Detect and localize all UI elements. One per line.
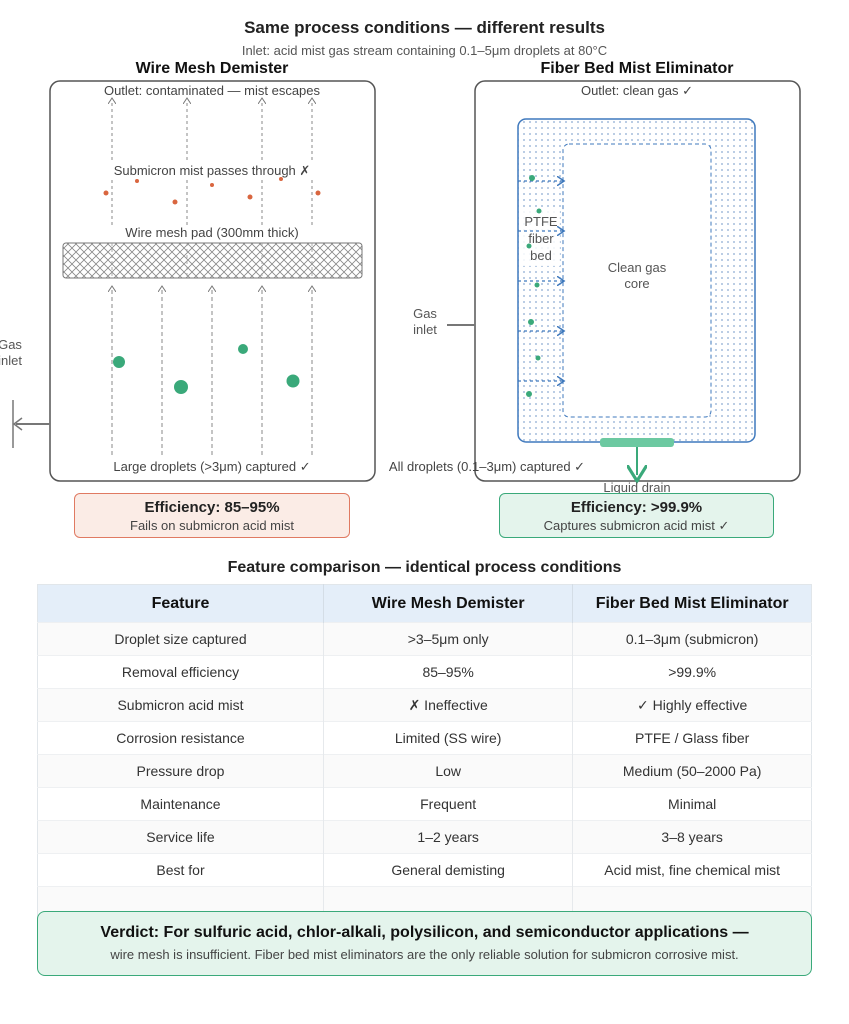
right-panel-title: Fiber Bed Mist Eliminator [541, 60, 734, 77]
left-efficiency-subtitle: Fails on submicron acid mist [130, 518, 294, 533]
cell-feature: Corrosion resistance [37, 721, 324, 755]
right-gas-inlet-label-line2: inlet [413, 322, 437, 337]
cell-feature: Removal efficiency [37, 655, 324, 689]
fiber-bed-label-line2: fiber [528, 231, 554, 246]
submicron-droplets [103, 177, 321, 205]
header-wire-mesh: Wire Mesh Demister [323, 584, 574, 623]
table-title: Feature comparison — identical process c… [227, 559, 622, 576]
core-label-line2: core [624, 276, 649, 291]
cell-feature: Submicron acid mist [37, 688, 324, 722]
cell-wire-mesh: ✗ Ineffective [323, 688, 574, 722]
right-gas-inlet-label-line1: Gas [413, 306, 437, 321]
right-efficiency-title: Efficiency: >99.9% [570, 499, 703, 516]
cell-fiber-bed: PTFE / Glass fiber [572, 721, 812, 755]
cell-feature: Maintenance [37, 787, 324, 821]
cell-fiber-bed: Minimal [572, 787, 812, 821]
cell-wire-mesh: >3–5μm only [323, 622, 574, 656]
header-fiber-bed: Fiber Bed Mist Eliminator [572, 584, 812, 623]
captured-droplets [526, 175, 542, 397]
comparison-table: Feature Wire Mesh Demister Fiber Bed Mis… [37, 584, 812, 920]
left-gas-inlet: Gas inlet [0, 337, 50, 448]
cell-wire-mesh: General demisting [323, 853, 574, 887]
left-efficiency-title: Efficiency: 85–95% [144, 499, 280, 516]
cell-wire-mesh: Frequent [323, 787, 574, 821]
cell-fiber-bed: 3–8 years [572, 820, 812, 854]
cell-wire-mesh: 85–95% [323, 655, 574, 689]
cell-fiber-bed: 0.1–3μm (submicron) [572, 622, 812, 656]
clean-gas-core [562, 143, 712, 418]
left-efficiency-box: Efficiency: 85–95% Fails on submicron ac… [74, 493, 350, 538]
cell-wire-mesh: Low [323, 754, 574, 788]
header-feature: Feature [37, 584, 324, 623]
left-outlet-label: Outlet: contaminated — mist escapes [104, 83, 321, 98]
cell-feature: Pressure drop [37, 754, 324, 788]
core-label-line1: Clean gas [608, 260, 667, 275]
table-row: Submicron acid mist✗ Ineffective✓ Highly… [37, 688, 812, 722]
verdict-body: wire mesh is insufficient. Fiber bed mis… [110, 947, 739, 962]
wire-mesh-pad [62, 242, 363, 279]
right-capture-label: All droplets (0.1–3μm) captured ✓ [389, 459, 585, 474]
right-outlet-label: Outlet: clean gas ✓ [581, 83, 693, 98]
verdict-box: Verdict: For sulfuric acid, chlor-alkali… [37, 911, 812, 976]
wire-mesh-vessel [49, 80, 376, 482]
cell-wire-mesh: Limited (SS wire) [323, 721, 574, 755]
cell-fiber-bed: Acid mist, fine chemical mist [572, 853, 812, 887]
table-header-row: Feature Wire Mesh Demister Fiber Bed Mis… [37, 584, 812, 623]
liquid-drain-label: Liquid drain [603, 480, 670, 495]
left-capture-label: Large droplets (>3μm) captured ✓ [113, 459, 310, 474]
left-gas-inlet-label-line2: inlet [0, 353, 22, 368]
left-panel-title: Wire Mesh Demister [136, 60, 289, 77]
right-efficiency-subtitle: Captures submicron acid mist ✓ [543, 518, 730, 533]
mesh-pad-label: Wire mesh pad (300mm thick) [125, 225, 298, 240]
fiber-bed-label-line1: PTFE [524, 214, 558, 229]
cell-wire-mesh: 1–2 years [323, 820, 574, 854]
cell-feature: Best for [37, 853, 324, 887]
right-gas-inlet: Gas inlet [413, 306, 475, 337]
fiber-bed-flow-arrows [518, 181, 563, 381]
cell-feature: Droplet size captured [37, 622, 324, 656]
cell-fiber-bed: ✓ Highly effective [572, 688, 812, 722]
page-title: Same process conditions — different resu… [244, 18, 605, 37]
cell-fiber-bed: >99.9% [572, 655, 812, 689]
verdict-title: Verdict: For sulfuric acid, chlor-alkali… [100, 924, 749, 941]
submicron-passes-label: Submicron mist passes through ✗ [114, 163, 311, 178]
large-droplets [113, 344, 300, 394]
cell-fiber-bed: Medium (50–2000 Pa) [572, 754, 812, 788]
cell-feature: Service life [37, 820, 324, 854]
page-subtitle: Inlet: acid mist gas stream containing 0… [241, 43, 608, 58]
liquid-drain-pipe [600, 438, 674, 447]
left-outlet-flow-lines [112, 100, 312, 225]
fiber-bed-label-line3: bed [530, 248, 552, 263]
left-gas-inlet-label-line1: Gas [0, 337, 22, 352]
right-efficiency-box: Efficiency: >99.9% Captures submicron ac… [499, 493, 774, 538]
diagram-canvas: Wire Mesh Demister Outlet: contaminated … [0, 60, 801, 495]
